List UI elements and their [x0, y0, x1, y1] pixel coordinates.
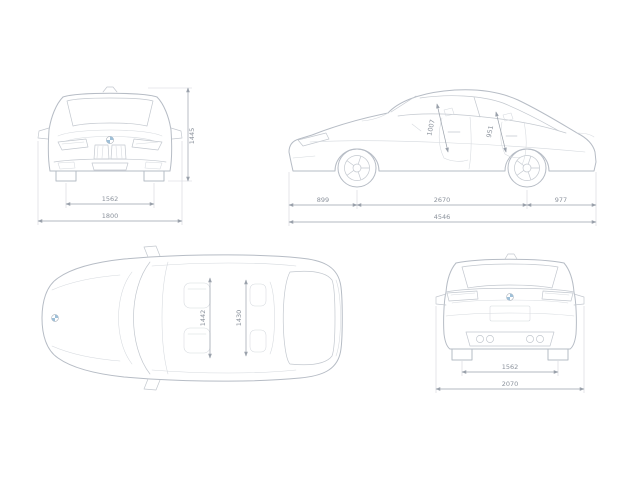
front-track-dim-label: 1562: [102, 195, 119, 203]
wheelbase-dim-label: 2670: [434, 196, 451, 204]
rear-left-wheel: [451, 348, 473, 361]
brand-roundel-top: [51, 314, 59, 322]
rear-left-taillight: [446, 290, 479, 302]
windshield-arc: [133, 261, 151, 375]
front-left-headlight: [57, 138, 89, 151]
rear-glass: [461, 263, 559, 289]
beltline: [397, 113, 567, 134]
rear-headroom-dim-line: [495, 111, 507, 153]
front-left-mirror: [37, 127, 50, 140]
license-plate-area: [489, 305, 531, 322]
side-front-wheel: [337, 148, 377, 188]
front-seat: [438, 117, 469, 162]
exhaust-tip: [526, 335, 534, 343]
front-headroom-dim-line: [436, 103, 449, 153]
front-right-wheel: [143, 170, 165, 182]
rear-seat: [500, 121, 522, 158]
front-door-line: [468, 116, 472, 170]
front-interior-width-dim-label: 1442: [199, 310, 207, 327]
front-view: 1562 1800 1445: [37, 86, 196, 225]
grille-left: [93, 144, 110, 160]
rear-interior-width-dim-label: 1430: [235, 310, 243, 327]
rear-headroom-dim-label: 951: [485, 125, 495, 139]
front-right-headlight: [131, 138, 163, 151]
front-right-mirror: [170, 127, 183, 140]
grille-right: [110, 144, 127, 160]
rear-seat-right: [249, 329, 267, 353]
front-left-wheel: [55, 170, 77, 182]
rear-right-taillight: [541, 290, 574, 302]
top-right-mirror: [143, 378, 161, 391]
rear-left-mirror: [435, 293, 447, 306]
b-pillar: [473, 96, 481, 118]
front-roof-line: [62, 92, 158, 98]
side-rear-wheel: [507, 148, 547, 188]
diffuser: [465, 331, 555, 347]
side-silhouette: [288, 89, 597, 172]
rear-antenna-fin: [504, 253, 518, 260]
front-width-dim-label: 1800: [102, 212, 119, 220]
top-view: 1442 1430: [41, 245, 343, 391]
overall-length-dim-label: 4546: [434, 213, 451, 221]
front-overhang-dim-label: 899: [317, 196, 329, 204]
rear-window: [282, 270, 336, 366]
rear-seat-left: [249, 283, 267, 307]
front-left-seat: [183, 282, 211, 309]
brand-roundel-rear: [506, 293, 514, 301]
rear-track-dim-label: 1562: [502, 363, 519, 371]
exhaust-tip: [536, 335, 544, 343]
front-right-seat: [183, 327, 211, 354]
front-headroom-dim-label: 1007: [425, 119, 436, 137]
center-intake: [91, 162, 129, 171]
exhaust-tip: [486, 335, 494, 343]
rear-right-mirror: [573, 293, 585, 306]
rear-overhang-dim-label: 977: [555, 196, 567, 204]
rear-right-wheel: [547, 348, 569, 361]
rear-width-mirrors-dim-label: 2070: [502, 380, 519, 388]
brand-roundel-front: [106, 136, 114, 144]
front-height-dim-label: 1445: [188, 128, 196, 145]
front-antenna-fin: [102, 86, 118, 93]
top-left-mirror: [143, 245, 161, 258]
rear-door-line: [521, 121, 527, 166]
exhaust-tip: [476, 335, 484, 343]
windshield: [66, 97, 154, 127]
side-headlight: [297, 132, 330, 147]
top-outline: [41, 254, 343, 382]
rear-view: 1562 2070: [435, 253, 585, 393]
side-view: 1007 951 899 2670 977 4546: [288, 89, 597, 226]
